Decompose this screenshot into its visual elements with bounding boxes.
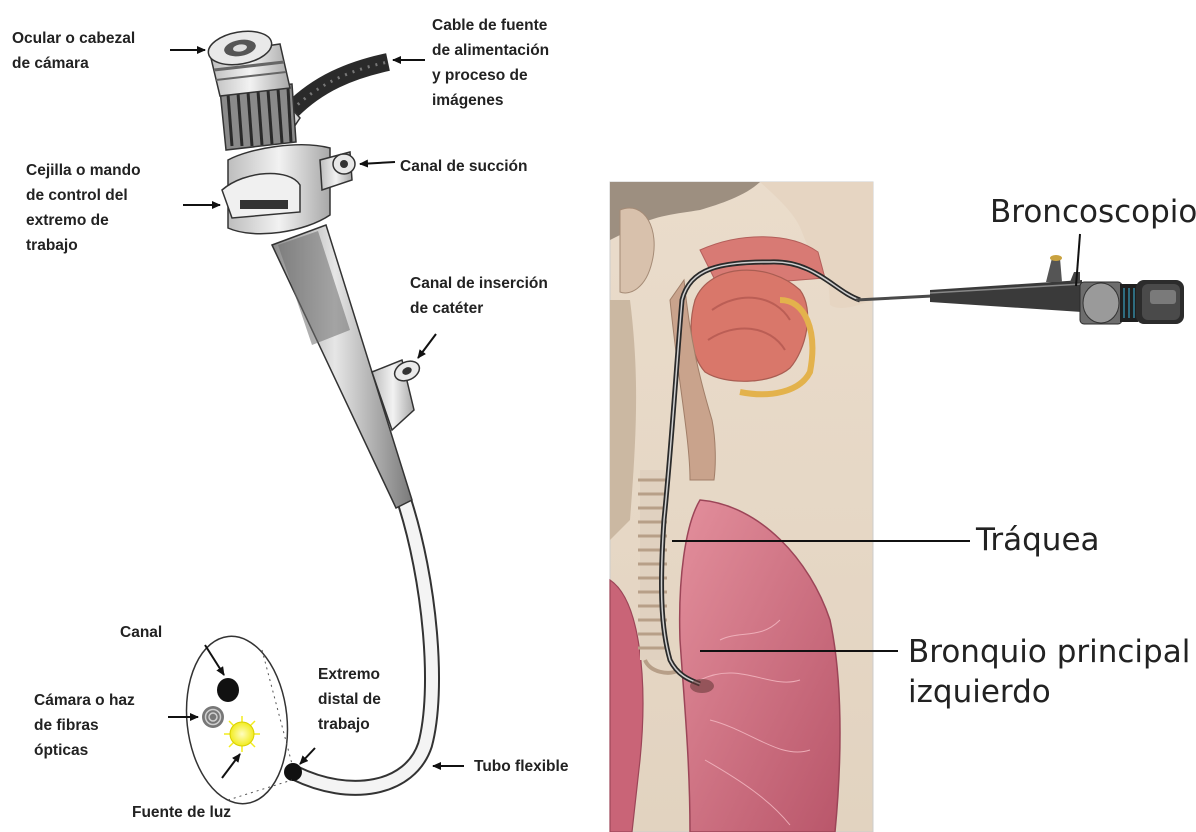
- label-bronquio-principal: Bronquio principal izquierdo: [908, 632, 1190, 712]
- label-cejilla: Cejilla o mando de control del extremo d…: [26, 158, 141, 258]
- label-ocular: Ocular o cabezal de cámara: [12, 26, 135, 76]
- label-traquea: Tráquea: [976, 520, 1100, 560]
- anatomy-illustration: [610, 182, 873, 832]
- label-canal: Canal: [120, 620, 162, 645]
- label-tubo-flexible: Tubo flexible: [474, 754, 568, 779]
- label-canal-succion: Canal de succión: [400, 154, 527, 179]
- label-fuente-luz: Fuente de luz: [132, 800, 231, 825]
- label-cable: Cable de fuente de alimentación y proces…: [432, 13, 549, 113]
- label-broncoscopio: Broncoscopio: [990, 192, 1196, 232]
- label-camara: Cámara o haz de fibras ópticas: [34, 688, 135, 763]
- endoscope-drawing: [168, 27, 464, 809]
- label-extremo-distal: Extremo distal de trabajo: [318, 662, 381, 737]
- bronchoscope-instrument: [856, 255, 1184, 324]
- label-canal-insercion: Canal de inserción de catéter: [410, 271, 548, 321]
